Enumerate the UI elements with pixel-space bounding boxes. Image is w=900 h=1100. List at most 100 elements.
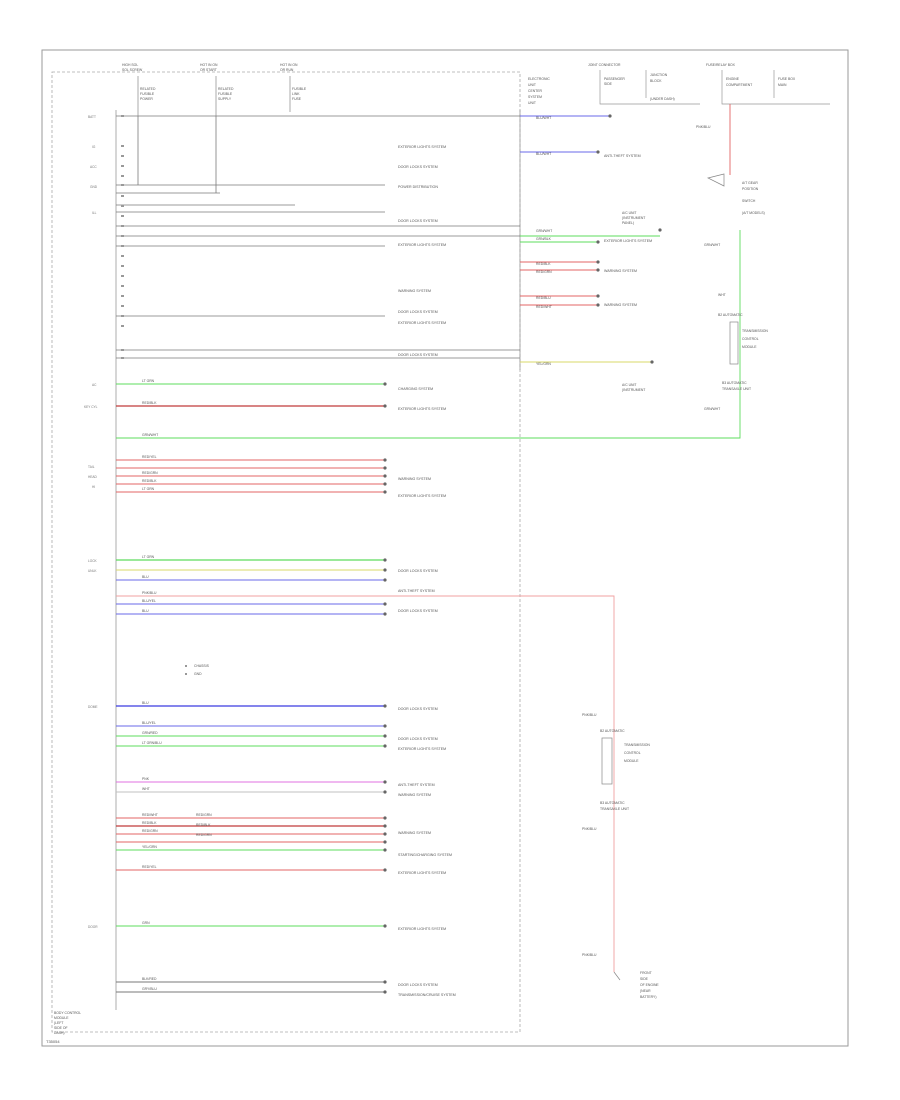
header-right-2-line3: FUSE BOX [778, 77, 796, 81]
system-label: EXTERIOR LIGHTS SYSTEM [604, 239, 652, 243]
wire-label: GRN [142, 921, 150, 925]
component-ground: FRONT SIDE OF ENGINE (NEAR BATTERY) [613, 971, 659, 999]
header-left-1-line5: FUSIBLE [140, 92, 155, 96]
header-left-2: HOT IN ON OR START RELATED FUSIBLE SUPPL… [200, 63, 234, 101]
system-label: ANTI-THEFT SYSTEM [398, 783, 435, 787]
header-right-2: FUSE/RELAY BOX ENGINE COMPARTMENT FUSE B… [706, 63, 796, 87]
wire-label: BLU [142, 609, 149, 613]
left-label-acc: ACC [90, 165, 97, 169]
side-label: GRN/WHT [704, 243, 720, 247]
header-fuse-feed [137, 76, 291, 116]
wire-label: BLU [142, 575, 149, 579]
wire-label: BLU [142, 701, 149, 705]
side-labels: PNK/BLU GRN/WHT WHT GRN/WHT PNK/BLU PNK/… [582, 125, 726, 957]
system-label: EXTERIOR LIGHTS SYSTEM [398, 321, 446, 325]
wire-label: RED/WHT [536, 305, 552, 309]
callout-line: PANEL) [622, 221, 634, 225]
left-label-hi: HI [92, 485, 95, 489]
header-right-2-line2: COMPARTMENT [726, 83, 752, 87]
header-left-2-line4: RELATED [218, 87, 234, 91]
wire-label: LT GRN [142, 555, 155, 559]
wire-label: BLU/YEL [142, 721, 156, 725]
system-label: EXTERIOR LIGHTS SYSTEM [398, 747, 446, 751]
footer-line: SIDE OF [54, 1026, 68, 1030]
callout-line: TRANSAXLE UNIT [600, 807, 629, 811]
callout-line: TRANSAXLE UNIT [722, 387, 751, 391]
left-label-batt: BATT [88, 115, 96, 119]
side-label: PNK/BLU [582, 713, 597, 717]
callout-line: TRANSMISSION [742, 329, 768, 333]
callout-line: POSITION [742, 187, 759, 191]
header-right-1-bracket [599, 70, 700, 105]
header-left-3-line1: HOT IN ON [280, 63, 298, 67]
callout-line: A/C UNIT [622, 211, 637, 215]
wire-label: LT GRN [142, 487, 155, 491]
wire-label: LT GRN/BLU [142, 741, 162, 745]
wire-label: RED/BLK [536, 262, 551, 266]
left-label-door: DOOR [88, 925, 98, 929]
wire-label: RED/GRN [196, 813, 212, 817]
header-left-3-line4: FUSIBLE [292, 87, 307, 91]
left-label-ac: AC [92, 383, 97, 387]
callout-line: (NEAR [640, 989, 651, 993]
wire-label: GRY/BLU [142, 987, 157, 991]
callout-line: FRONT [640, 971, 652, 975]
wire-label: RED/WHT [142, 813, 158, 817]
wire-label: RED/GRN [196, 833, 212, 837]
side-label: PNK/BLU [582, 827, 597, 831]
callout-line: MODULE [742, 345, 757, 349]
wire-label: RED/BLK [142, 479, 157, 483]
header-right-1-line5: (UNDER DASH) [650, 97, 675, 101]
system-label: DOOR LOCKS SYSTEM [398, 219, 438, 223]
wire-label: GRN/WHT [536, 229, 552, 233]
header-right-1: JOINT CONNECTOR PASSENGER SIDE JUNCTION … [588, 63, 675, 101]
left-label-gnd: GND [90, 185, 98, 189]
system-label: ANTI-THEFT SYSTEM [604, 154, 641, 158]
component-tcm-2: B2 AUTOMATIC TRANSMISSION CONTROL MODULE… [600, 729, 650, 811]
wire-label: YEL/GRN [142, 845, 157, 849]
wire-label: LT GRN [142, 379, 155, 383]
header-left-3-line2: OR RUN [280, 68, 294, 72]
wire-label: PNK/BLU [142, 591, 157, 595]
left-label-head: HEAD [88, 475, 98, 479]
system-label: EXTERIOR LIGHTS SYSTEM [398, 871, 446, 875]
callout-line: OF ENGINE [640, 983, 659, 987]
header-right-2-line1: ENGINE [726, 77, 740, 81]
header-left-2-line1: HOT IN ON [200, 63, 218, 67]
system-label: ANTI-THEFT SYSTEM [398, 589, 435, 593]
system-labels: EXTERIOR LIGHTS SYSTEM DOOR LOCKS SYSTEM… [398, 145, 652, 997]
system-label: DOOR LOCKS SYSTEM [398, 609, 438, 613]
system-label: DOOR LOCKS SYSTEM [398, 983, 438, 987]
component-ac-unit: A/C UNIT (INSTRUMENT PANEL) [622, 211, 645, 225]
callout-line: BATTERY) [640, 995, 656, 999]
connector-markers [383, 114, 662, 994]
side-label: WHT [718, 293, 726, 297]
wire-label: WHT [142, 787, 150, 791]
module-box [51, 71, 521, 1033]
legend: CHASSIS GND [185, 664, 210, 676]
system-label: POWER DISTRIBUTION [398, 185, 438, 189]
header-left-1-line4: RELATED [140, 87, 156, 91]
system-label: DOOR LOCKS SYSTEM [398, 707, 438, 711]
wire-label: YEL/GRN [536, 362, 551, 366]
left-label-ill: ILL [92, 211, 97, 215]
wire-label: RED/BLK [196, 823, 211, 827]
system-label: DOOR LOCKS SYSTEM [398, 737, 438, 741]
header-right-2-title: FUSE/RELAY BOX [706, 63, 736, 67]
callout-line: CONTROL [624, 751, 641, 755]
wire-label: BLU/WHT [536, 152, 551, 156]
wire-label: RED/GRN [142, 829, 158, 833]
system-label: EXTERIOR LIGHTS SYSTEM [398, 243, 446, 247]
system-label: EXTERIOR LIGHTS SYSTEM [398, 494, 446, 498]
header-left-1-line2: SOL SCREW [122, 68, 143, 72]
header-right-1-line2: SIDE [604, 82, 613, 86]
header-center-line5: UNIT [528, 101, 536, 105]
system-label: EXTERIOR LIGHTS SYSTEM [398, 927, 446, 931]
wire-label: BLU/WHT [536, 116, 551, 120]
wire-label: RED/BLK [142, 401, 157, 405]
side-label: PNK/BLU [582, 953, 597, 957]
header-left-3-line6: FUSE [292, 97, 302, 101]
wire-label: RED/BLU [536, 296, 551, 300]
system-label: EXTERIOR LIGHTS SYSTEM [398, 407, 446, 411]
header-center: ELECTRONIC UNIT CENTER SYSTEM UNIT [528, 77, 550, 105]
